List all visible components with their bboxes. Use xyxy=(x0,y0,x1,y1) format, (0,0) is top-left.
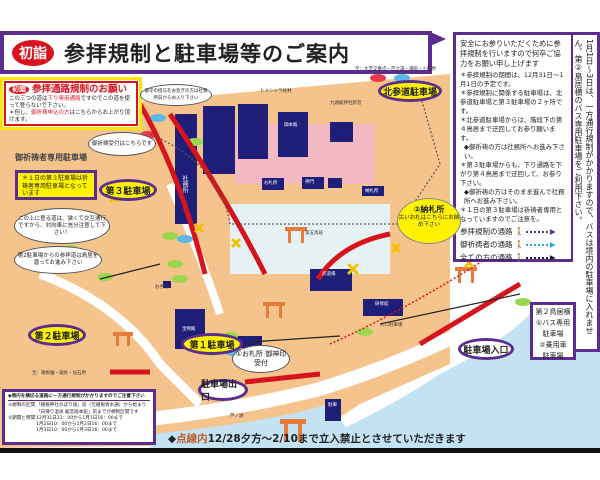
rule-section-text: 「箱根神社のぼり旗」前（元箱根清水通）から始まり「日帰り温泉 龍宮殿本館」前まで… xyxy=(36,403,147,415)
label-himeshara: ヒメシャラ純林 xyxy=(260,89,292,94)
bus-box-title: 第２鳥居横 xyxy=(535,308,571,316)
legend-prayer: 御祈祷者の通路🚶▶ xyxy=(460,240,556,249)
rule-time: 12月31日23：00から1月1日16：00まで xyxy=(36,415,123,421)
hatsumode-badge: 初詣 xyxy=(9,85,29,94)
label-nofudasho: 納札所 xyxy=(365,189,379,194)
parking-3-label: 第３駐車場 xyxy=(99,179,157,201)
bus-box-line: 駐車場 xyxy=(542,352,564,360)
label-budojo: 武道場 xyxy=(322,272,336,277)
hatsumode-badge: 初詣 xyxy=(12,39,54,66)
route-restriction-notice: 初詣 参拝通路規制のお願い この三つの道は下り専用通路ですのでこの道を使って登ら… xyxy=(0,77,142,130)
label-chuusha: 駐車 xyxy=(328,403,337,408)
label-daigo-torii: 第五鳥居 xyxy=(305,231,323,236)
ofuda-bubble: ①お札所 御神印受付 xyxy=(232,345,290,373)
panel-item: ＊１日の第３駐車場は祈祷者専用となっていますのでご注意を。 xyxy=(460,206,563,223)
reception-bubble: 御祈祷受付はこちらです xyxy=(88,132,156,156)
bus-parking-box: 第２鳥居横 ①バス専用 駐車場 ②乗用車 駐車場 xyxy=(530,302,576,360)
label-kuzuryu: 九頭龍神社新宮 xyxy=(330,101,362,106)
rule-section-label: ①規制の区間 xyxy=(8,403,36,409)
label-ofudasho: お札所 xyxy=(264,181,278,186)
label-to-north: 至：大芝交番点・芦之湯・畑宿・小田原 xyxy=(355,67,436,72)
panel-item: ＊第３駐車場からも、下り通路を下がり第４鳥居まで迂回して、お参り下さい。 xyxy=(460,161,563,187)
rule-time: 1月3日10：00から1月3日16：00まで xyxy=(36,428,118,434)
nofuda-title: ②納札所 xyxy=(413,205,445,214)
rule-time-label: ②期間と時間 xyxy=(8,415,36,421)
parking-entrance-label: 駐車場入口 xyxy=(458,338,514,360)
parking-1-label: 第１駐車場 xyxy=(181,333,243,355)
north-parking-label: 北参道駐車場 xyxy=(378,80,442,102)
bus-box-line: ①バス専用 xyxy=(535,319,571,327)
arrow-right-icon xyxy=(428,31,446,47)
parking-exit-label: 駐車場出口 xyxy=(198,379,248,403)
lake-water xyxy=(300,294,600,448)
restricted-route-arrows xyxy=(110,102,522,385)
person-blue-icon: 🚶 xyxy=(514,240,524,249)
notice-line-2: ＊但し、御祈祷申込の方はこちらからお上がり頂けます。 xyxy=(9,110,131,123)
bus-box-line: ②乗用車 xyxy=(539,341,567,349)
nofuda-text: 古いお札はこちらにお納め下さい xyxy=(398,215,460,228)
narrow-road-bubble: この上に登る道は、狭くて交互通行ですから、対向車に充分注意して下さい！ xyxy=(14,208,110,244)
title-banner: 初詣 参拝規制と駐車場等のご案内 xyxy=(0,31,432,74)
prayer-parking-note: ＊１日の第３駐車場は祈祷者専用駐車場となっています xyxy=(15,170,97,200)
rule-title: ◆境内を横切る道路に一方通行規制がかかりますのでご注意下さい xyxy=(8,394,150,402)
omamori-bubble: 御守の授与をお急ぎの方は社務所前からお入り下さい xyxy=(140,84,212,106)
label-otearai: お手洗 xyxy=(155,285,169,290)
person-gray-icon: 🚶 xyxy=(514,253,524,262)
parking2-route-bubble: 第2駐車場からの参拝道は鳥居を潜ってお進み下さい xyxy=(14,246,102,274)
info-panel: 安全にお参りいただくために参拝規制を行いますので何卒ご協力をお願い申し上げます … xyxy=(453,32,574,262)
label-ashinoko: 芦ノ湖 xyxy=(230,414,244,419)
panel-lead: 安全にお参りいただくために参拝規制を行いますので何卒ご協力をお願い申し上げます xyxy=(460,39,561,68)
torii-gates xyxy=(113,227,477,442)
panel-item: ＊参拝規制の期間は、12月31日〜1月1日の予定です。 xyxy=(460,71,564,88)
label-shinmon: 神門 xyxy=(305,180,314,185)
legend-restricted: 参拝規制の通路🚶▶ xyxy=(460,227,556,236)
label-to-south: 至：箱根園・湖尻・仙石原 xyxy=(32,371,86,376)
prayer-parking-heading: 御祈祷者専用駐車場 xyxy=(15,153,87,162)
panel-item: ＊参拝規制に関係する駐車場は、北参道駐車場と第３駐車場の２ヶ所です。 xyxy=(460,89,563,115)
one-way-rule-box: ◆境内を横切る道路に一方通行規制がかかりますのでご注意下さい ①規制の区間「箱根… xyxy=(2,389,156,445)
label-iriguchi: 入口駐車場 xyxy=(380,323,403,328)
legend-all: 全ての方の通路🚶▶ xyxy=(460,253,556,262)
person-red-icon: 🚶 xyxy=(514,227,524,236)
nofuda-callout: ②納札所 古いお札はこちらにお納め下さい xyxy=(397,198,461,244)
bottom-divider xyxy=(0,448,600,453)
label-kenshukan: 研修館 xyxy=(375,302,389,307)
label-shamusho: 社務所 xyxy=(181,175,188,193)
label-honden: 御本殿 xyxy=(284,123,298,128)
rule-time: 1月2日10：00から1月2日16：00まで xyxy=(36,422,118,428)
parking-2-label: 第２駐車場 xyxy=(28,324,86,346)
bus-vertical-note: 1月1日〜3日は、一方通行規制がかかりますので、バスは境内の駐車場に入れません。… xyxy=(573,32,600,352)
panel-item: ＊北参道駐車場からは、階段下の第４鳥居まで迂回してお参り願います。 xyxy=(460,116,563,142)
label-homotsuden: 宝物殿 xyxy=(182,327,196,332)
panel-item: ◆御祈祷の方は社務所へお進み下さい。 xyxy=(464,143,565,160)
notice-title: 参拝通路規制のお願い xyxy=(32,84,128,95)
bus-box-line: 駐車場 xyxy=(542,330,564,338)
closure-note: ◆点線内12/28夕方〜2/10まで立入禁止とさせていただきます xyxy=(168,433,466,445)
panel-item: ◆御祈祷の方はそのまま進んで社務所へお進み下さい。 xyxy=(464,188,565,205)
page-title: 参拝規制と駐車場等のご案内 xyxy=(64,41,350,66)
notice-line-1: この三つの道は下り専用通路ですのでこの道を使って登らないで下さい。 xyxy=(9,96,131,109)
